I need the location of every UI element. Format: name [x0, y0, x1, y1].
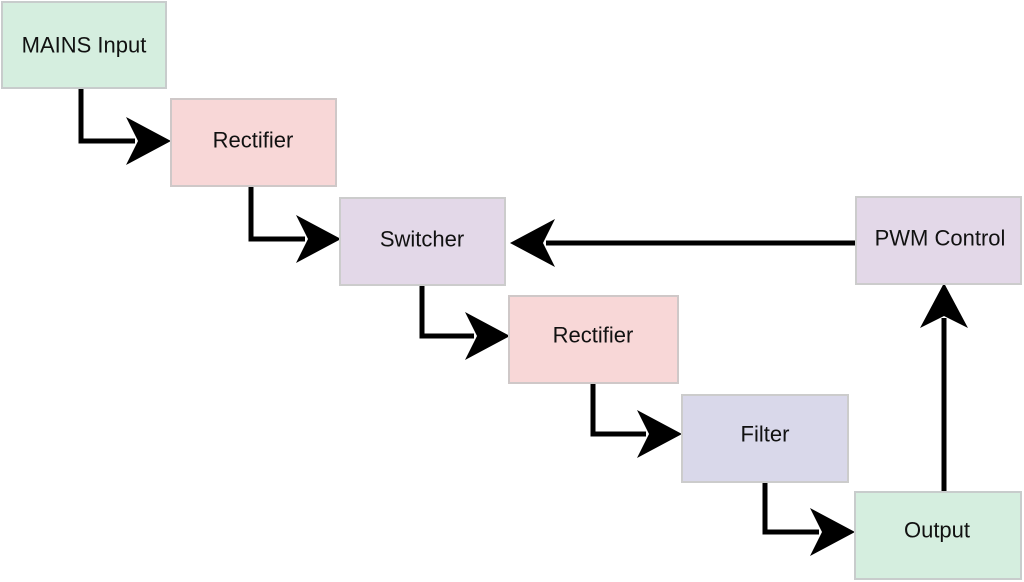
node-filter: Filter: [681, 394, 849, 483]
arrowhead-rectifier2-to-filter: [637, 410, 682, 458]
connector-filter-to-output: [762, 482, 819, 535]
connector-mains-to-rectifier1: [78, 89, 135, 144]
arrowhead-rectifier1-to-switcher: [296, 215, 341, 263]
arrowhead-switcher-to-rectifier2: [465, 312, 510, 360]
node-mains-input-box: [1, 1, 167, 89]
node-switcher-box: [339, 197, 506, 286]
connector-rectifier2-to-filter: [590, 383, 646, 437]
arrowhead-output-to-pwm: [920, 283, 968, 328]
node-filter-label: Filter: [741, 422, 790, 447]
node-pwm-control: PWM Control: [855, 196, 1022, 285]
connector-switcher-to-rectifier2: [419, 285, 474, 339]
node-switcher-label: Switcher: [380, 227, 464, 252]
node-rectifier-1: Rectifier: [170, 98, 337, 187]
arrowhead-pwm-to-switcher: [510, 219, 555, 267]
node-mains-input-label: MAINS Input: [22, 33, 147, 58]
connectors: [78, 89, 968, 556]
node-mains-input: MAINS Input: [1, 1, 167, 89]
connector-rectifier1-to-switcher: [248, 186, 305, 242]
arrowhead-mains-to-rectifier1: [126, 117, 171, 165]
node-output-label: Output: [904, 518, 970, 543]
node-output-box: [854, 491, 1022, 580]
node-rectifier-2-box: [508, 295, 679, 384]
arrowhead-filter-to-output: [810, 508, 855, 556]
node-rectifier-1-box: [170, 98, 337, 187]
node-pwm-control-label: PWM Control: [875, 226, 1006, 251]
node-rectifier-2: Rectifier: [508, 295, 679, 384]
node-output: Output: [854, 491, 1022, 580]
node-switcher: Switcher: [339, 197, 506, 286]
node-rectifier-1-label: Rectifier: [213, 128, 294, 153]
node-rectifier-2-label: Rectifier: [553, 323, 634, 348]
node-pwm-control-box: [855, 196, 1022, 285]
node-filter-box: [681, 394, 849, 483]
